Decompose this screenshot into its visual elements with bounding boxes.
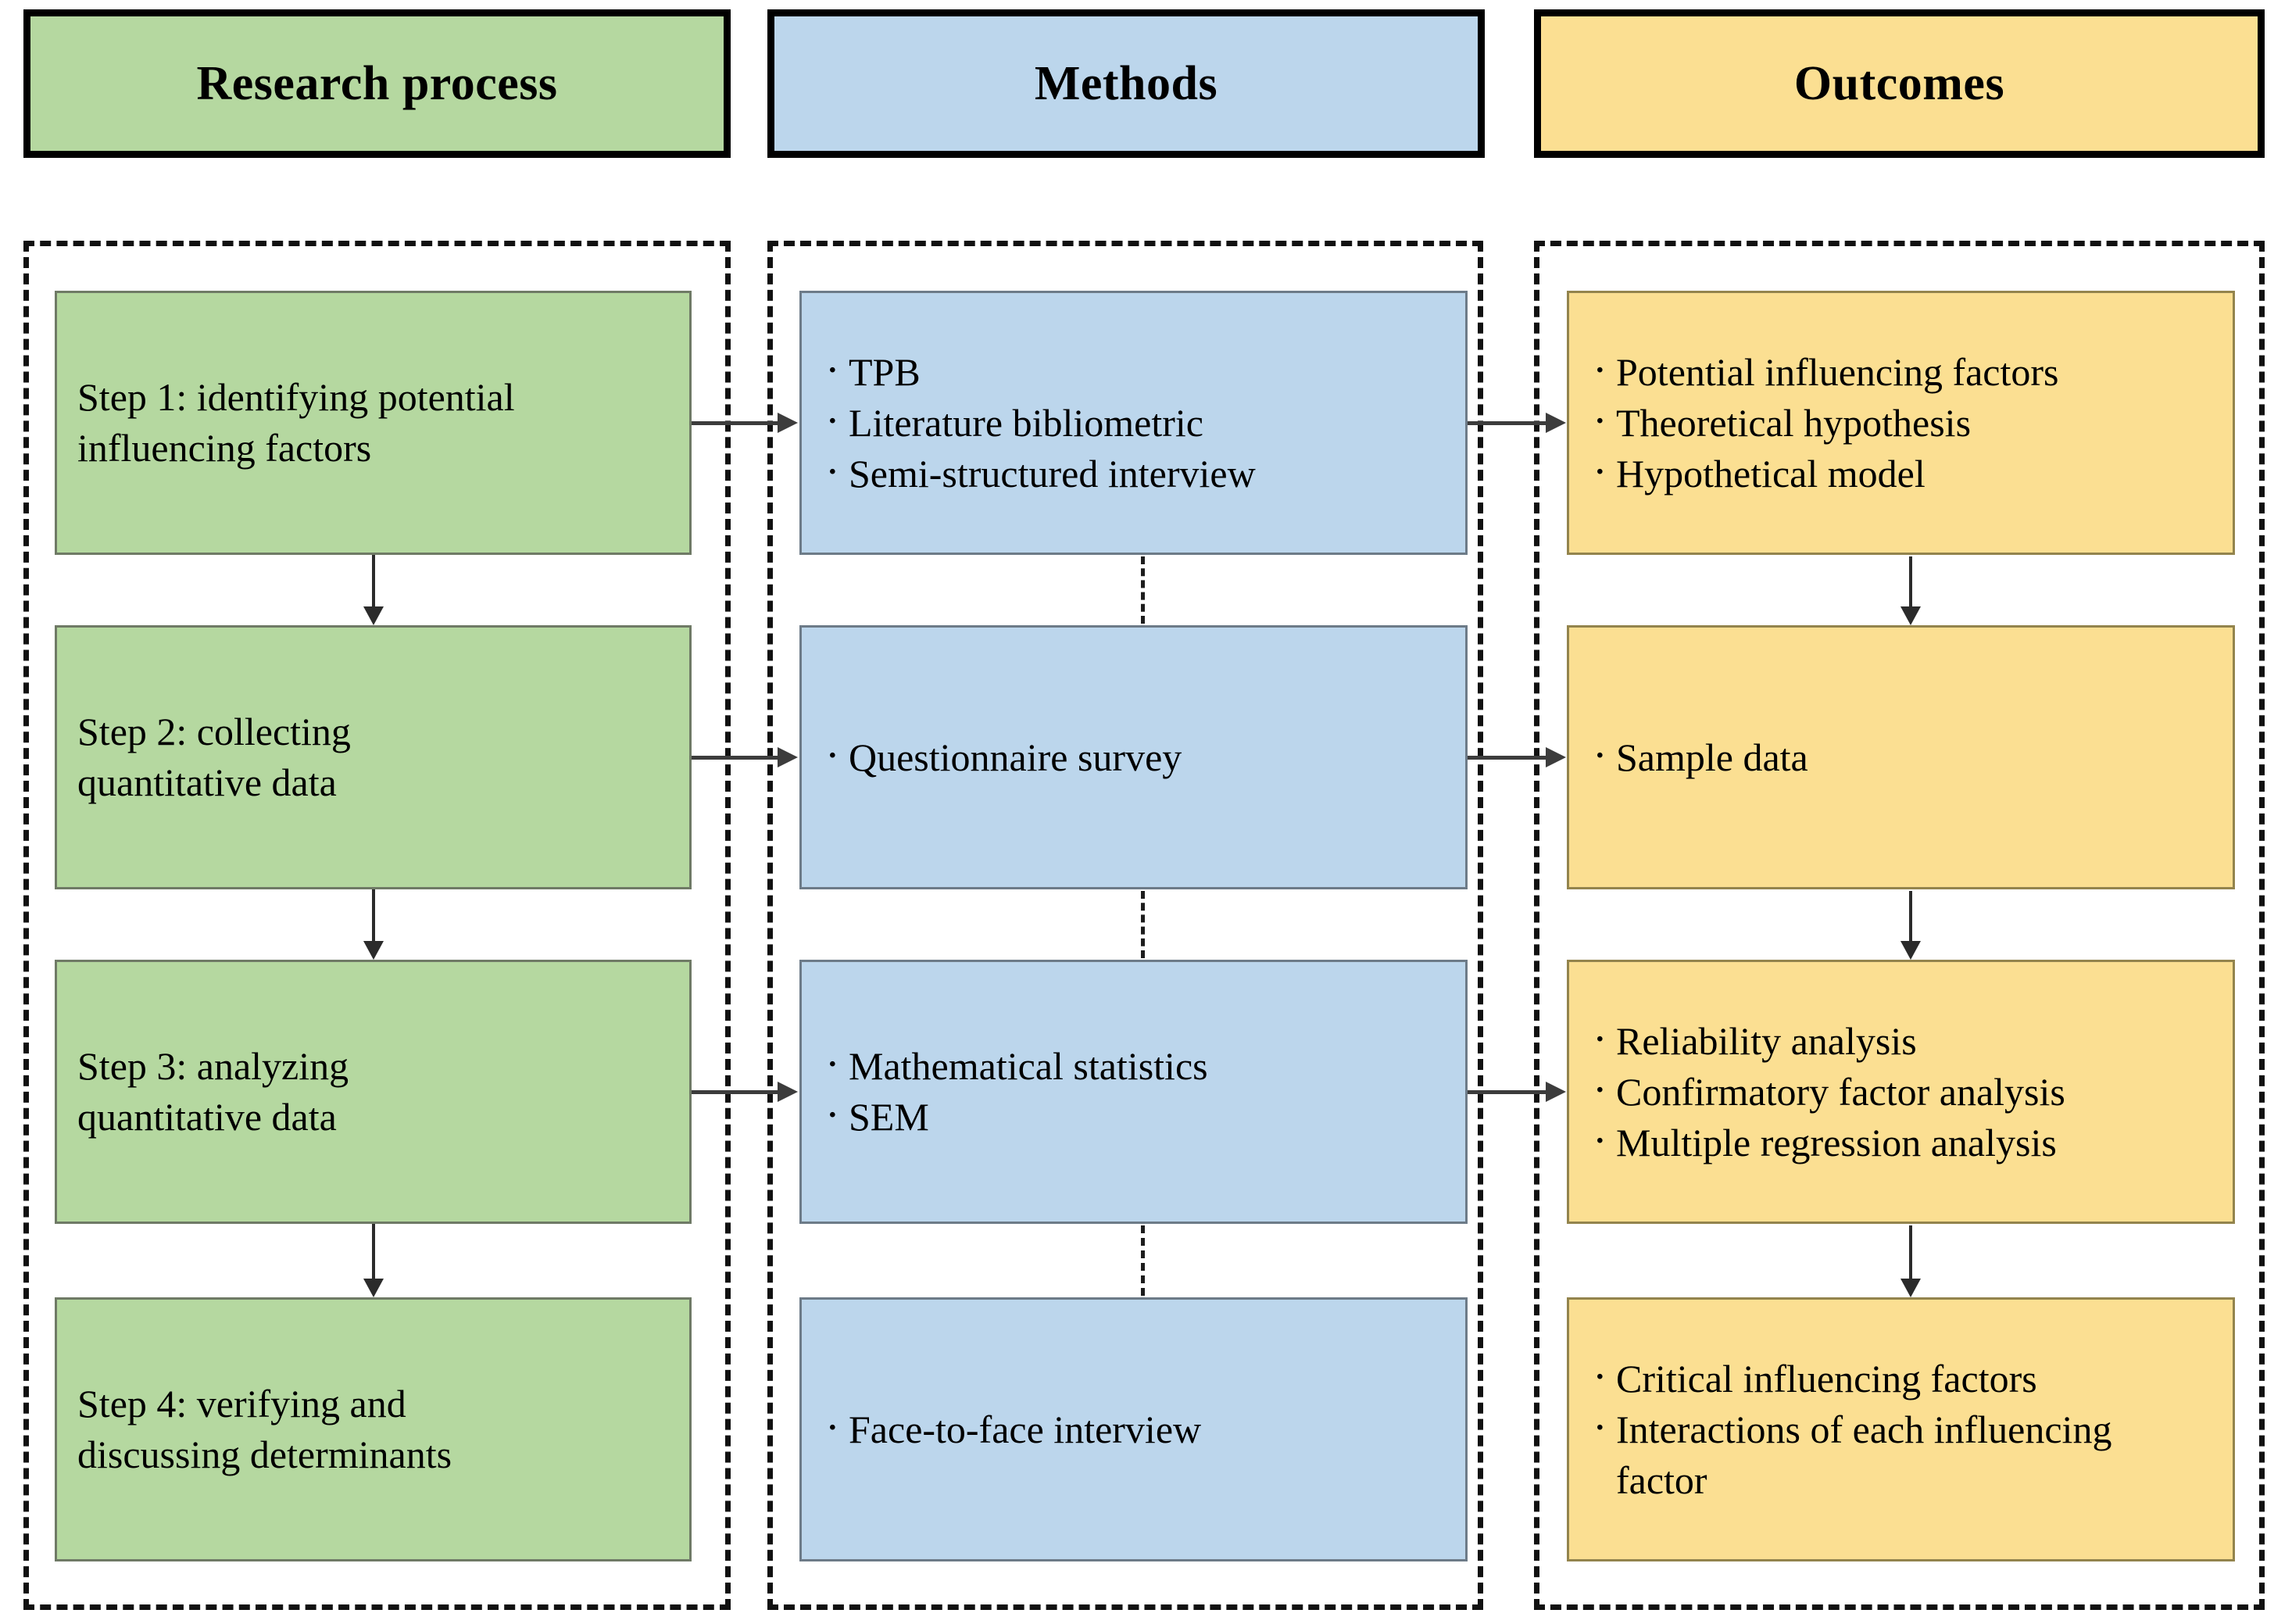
node-step-4[interactable]: Step 4: verifying and discussing determi… [55, 1297, 692, 1561]
connector-step2-methods2-line [692, 756, 779, 760]
list-item: Semi-structured interview [822, 444, 1445, 501]
node-step-1-line1: Step 1: identifying potential [77, 375, 515, 419]
header-methods: Methods [767, 9, 1485, 158]
list-item: Literature bibliometric [822, 393, 1445, 450]
outcomes-1-list: Potential influencing factors Theoretica… [1589, 342, 2212, 501]
node-step-3-line1: Step 3: analyzing [77, 1044, 349, 1088]
lane-outcomes [1534, 241, 2265, 1610]
list-item: Theoretical hypothesis [1589, 393, 2212, 450]
node-methods-4[interactable]: Face-to-face interview [799, 1297, 1468, 1561]
list-item: Mathematical statistics [822, 1036, 1445, 1093]
node-step-1-line2: influencing factors [77, 426, 372, 470]
connector-methods2-methods3-dashed [1141, 891, 1145, 958]
node-step-3[interactable]: Step 3: analyzing quantitative data [55, 960, 692, 1224]
node-step-2-line2: quantitative data [77, 760, 337, 804]
header-outcomes-label: Outcomes [1793, 56, 2005, 110]
node-step-4-line1: Step 4: verifying and [77, 1382, 406, 1425]
methods-4-list: Face-to-face interview [822, 1400, 1445, 1457]
node-outcomes-1[interactable]: Potential influencing factors Theoretica… [1567, 291, 2235, 555]
header-research-process-label: Research process [196, 56, 558, 110]
header-outcomes: Outcomes [1534, 9, 2265, 158]
node-step-2-line1: Step 2: collecting [77, 710, 351, 753]
outcomes-3-list: Reliability analysis Confirmatory factor… [1589, 1011, 2212, 1170]
connector-step3-step4-line [372, 1224, 375, 1279]
node-methods-3[interactable]: Mathematical statistics SEM [799, 960, 1468, 1224]
methods-3-list: Mathematical statistics SEM [822, 1036, 1445, 1144]
connector-outcomes3-outcomes4-arrow [1900, 1279, 1921, 1297]
methods-1-list: TPB Literature bibliometric Semi-structu… [822, 342, 1445, 501]
list-item: Reliability analysis [1589, 1011, 2212, 1068]
node-step-4-line2: discussing determinants [77, 1433, 452, 1476]
connector-outcomes1-outcomes2-line [1909, 556, 1912, 606]
list-item: SEM [822, 1087, 1445, 1144]
connector-methods3-methods4-dashed [1141, 1225, 1145, 1296]
list-item: Critical influencing factors [1589, 1349, 2212, 1406]
connector-step3-methods3-line [692, 1090, 779, 1094]
lane-research-process [23, 241, 731, 1610]
connector-step1-methods1-line [692, 421, 779, 425]
connector-step2-methods2-arrow [778, 747, 798, 767]
methods-2-list: Questionnaire survey [822, 728, 1445, 785]
node-methods-2[interactable]: Questionnaire survey [799, 625, 1468, 889]
connector-step1-step2-arrow [363, 606, 384, 625]
connector-methods3-outcomes3-line [1468, 1090, 1547, 1094]
connector-methods2-outcomes2-line [1468, 756, 1547, 760]
node-step-2[interactable]: Step 2: collecting quantitative data [55, 625, 692, 889]
outcomes-2-list: Sample data [1589, 728, 2212, 785]
header-research-process: Research process [23, 9, 731, 158]
connector-methods3-outcomes3-arrow [1546, 1082, 1566, 1102]
list-item: Multiple regression analysis [1589, 1113, 2212, 1170]
connector-step3-step4-arrow [363, 1279, 384, 1297]
connector-step2-step3-arrow [363, 941, 384, 960]
outcomes-4-list: Critical influencing factors Interaction… [1589, 1349, 2212, 1506]
connector-outcomes3-outcomes4-line [1909, 1225, 1912, 1279]
node-step-3-line2: quantitative data [77, 1095, 337, 1139]
connector-outcomes1-outcomes2-arrow [1900, 606, 1921, 625]
connector-step1-methods1-arrow [778, 413, 798, 433]
node-outcomes-2[interactable]: Sample data [1567, 625, 2235, 889]
list-item: Hypothetical model [1589, 444, 2212, 501]
list-item: Sample data [1589, 728, 2212, 785]
node-outcomes-3[interactable]: Reliability analysis Confirmatory factor… [1567, 960, 2235, 1224]
node-step-1[interactable]: Step 1: identifying potential influencin… [55, 291, 692, 555]
node-methods-1[interactable]: TPB Literature bibliometric Semi-structu… [799, 291, 1468, 555]
connector-outcomes2-outcomes3-line [1909, 891, 1912, 941]
node-outcomes-4[interactable]: Critical influencing factors Interaction… [1567, 1297, 2235, 1561]
list-item: Potential influencing factors [1589, 342, 2212, 399]
connector-methods1-methods2-dashed [1141, 556, 1145, 624]
connector-step2-step3-line [372, 889, 375, 941]
lane-methods [767, 241, 1483, 1610]
connector-methods1-outcomes1-arrow [1546, 413, 1566, 433]
list-item: TPB [822, 342, 1445, 399]
header-methods-label: Methods [1034, 56, 1218, 110]
connector-step3-methods3-arrow [778, 1082, 798, 1102]
connector-step1-step2-line [372, 555, 375, 606]
list-item: Questionnaire survey [822, 728, 1445, 785]
list-item: Confirmatory factor analysis [1589, 1062, 2212, 1119]
connector-outcomes2-outcomes3-arrow [1900, 941, 1921, 960]
connector-methods2-outcomes2-arrow [1546, 747, 1566, 767]
connector-methods1-outcomes1-line [1468, 421, 1547, 425]
list-item: Interactions of each influencing factor [1589, 1400, 2212, 1506]
list-item: Face-to-face interview [822, 1400, 1445, 1457]
